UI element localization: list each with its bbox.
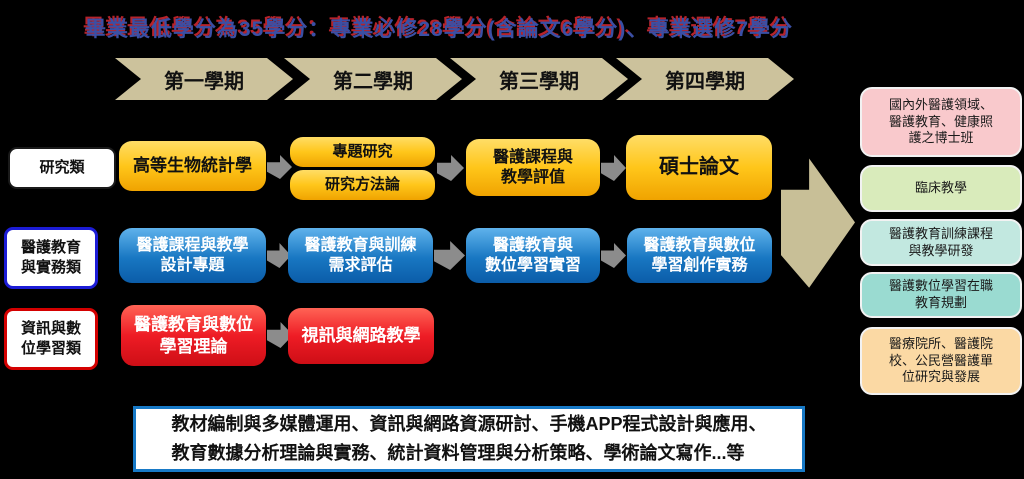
page-title: 畢業最低學分為35學分：專業必修28學分(含論文6學分)、專業選修7學分 — [85, 18, 794, 41]
course-biostatistics: 高等生物統計學 — [119, 141, 266, 191]
outcome-box-training-course-rd: 醫護教育訓練課程 與教學研發 — [860, 219, 1022, 266]
track-label-research: 研究類 — [8, 147, 116, 189]
course-video-web-teaching: 視訊與網路教學 — [288, 308, 434, 364]
footer-note: 教材編制與多媒體運用、資訊與網路資源研討、手機APP程式設計與應用、 教育數據分… — [133, 406, 805, 472]
outcome-box-institution-research-development: 醫療院所、醫護院 校、公民營醫護單 位研究與發展 — [860, 327, 1022, 395]
arrow-right-connector — [267, 155, 292, 179]
course-digital-learning-theory: 醫護教育與數位 學習理論 — [121, 305, 266, 366]
semester-label: 第四學期 — [665, 70, 745, 93]
arrow-right-connector — [437, 155, 464, 181]
course-digital-learning-creation: 醫護教育與數位 學習創作實務 — [627, 228, 772, 283]
semester-chevron-2: 第二學期 — [284, 58, 462, 100]
arrow-right-connector — [601, 243, 626, 268]
semester-label: 第二學期 — [333, 70, 413, 93]
course-research-methodology: 研究方法論 — [290, 170, 435, 200]
semester-chevron-1: 第一學期 — [115, 58, 293, 100]
course-masters-thesis: 碩士論文 — [626, 135, 772, 200]
outcome-box-clinical-teaching: 臨床教學 — [860, 165, 1022, 212]
course-special-topic-research: 專題研究 — [290, 137, 435, 167]
big-arrow-icon — [781, 158, 855, 288]
semester-label: 第三學期 — [499, 70, 579, 93]
arrow-right-connector — [434, 241, 465, 270]
track-label-education: 醫護教育 與實務類 — [4, 227, 98, 289]
outcome-box-phd-programs: 國內外醫護領域、 醫護教育、健康照 護之博士班 — [860, 87, 1022, 157]
arrow-right-connector — [601, 155, 626, 181]
course-digital-learning-practicum: 醫護教育與 數位學習實習 — [466, 228, 600, 283]
course-curriculum-design: 醫護課程與教學 設計專題 — [119, 228, 266, 283]
track-label-digital: 資訊與數 位學習類 — [4, 308, 98, 370]
course-curriculum-evaluation: 醫護課程與 教學評值 — [466, 139, 600, 196]
outcome-box-inservice-education-planning: 醫護數位學習在職 教育規劃 — [860, 272, 1022, 318]
semester-chevron-3: 第三學期 — [450, 58, 628, 100]
semester-chevron-4: 第四學期 — [616, 58, 794, 100]
semester-label: 第一學期 — [164, 70, 244, 93]
course-training-needs-assessment: 醫護教育與訓練 需求評估 — [288, 228, 433, 283]
